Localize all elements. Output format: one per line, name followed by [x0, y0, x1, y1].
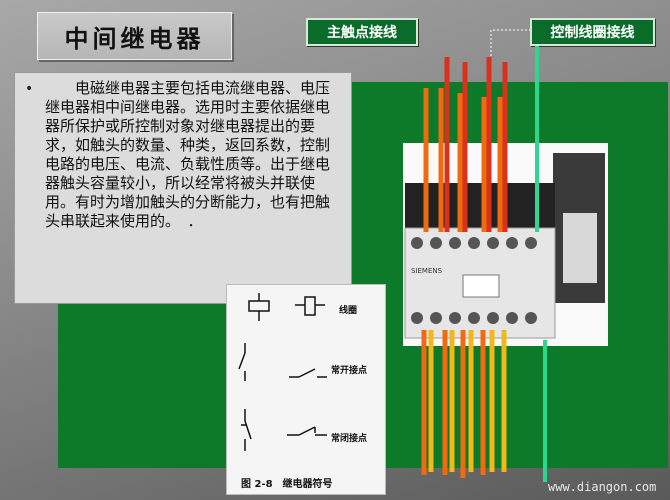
bottom-wires-yellow	[428, 330, 507, 472]
relay-coil-window	[563, 213, 597, 283]
bottom-wires-orange	[421, 330, 486, 478]
relay-symbol-panel: 线圈 常开接点 常闭接点 图 2-8 继电器符号	[226, 284, 386, 495]
relay-label-plate	[462, 274, 500, 298]
main-contact-wires-orange	[423, 88, 503, 232]
normally-closed-label: 常闭接点	[331, 434, 368, 444]
relay-screw-row-top	[411, 237, 537, 249]
relay-screw-row-bottom	[411, 312, 537, 324]
leader-dotted-line	[490, 29, 530, 68]
relay-symbols-drawing	[238, 293, 327, 451]
normally-closed-contact-horizontal-icon	[287, 426, 327, 436]
control-coil-wiring-label: 控制线圈接线	[530, 18, 655, 46]
relay-brand-text: SIEMENS	[411, 267, 443, 275]
coil-label: 线圈	[339, 306, 358, 316]
main-contact-wires-red	[444, 57, 508, 232]
coil-symbol-alt-icon	[295, 296, 325, 316]
normally-closed-contact-vertical-icon	[241, 409, 252, 451]
coil-symbol-icon	[248, 293, 270, 321]
description-paragraph: 电磁继电器主要包括电流继电器、电压继电器相中间继电器。选用时主要依据继电器所保护…	[45, 79, 331, 230]
normally-open-contact-horizontal-icon	[289, 368, 327, 378]
page-title: 中间继电器	[64, 23, 205, 53]
figure-caption: 图 2-8 继电器符号	[241, 479, 333, 490]
relay-top-terminals	[405, 183, 555, 228]
relay-illustration: SIEMENS	[404, 153, 605, 339]
bullet-icon: •	[25, 81, 34, 97]
description-text-box: • 电磁继电器主要包括电流继电器、电压继电器相中间继电器。选用时主要依据继电器所…	[14, 72, 352, 304]
site-watermark: www.diangon.com	[548, 480, 657, 494]
main-contact-wiring-label: 主触点接线	[306, 18, 418, 46]
title-box: 中间继电器	[37, 12, 232, 60]
relay-photo: SIEMENS	[403, 143, 608, 346]
normally-open-contact-vertical-icon	[238, 343, 246, 381]
normally-open-label: 常开接点	[331, 366, 368, 376]
